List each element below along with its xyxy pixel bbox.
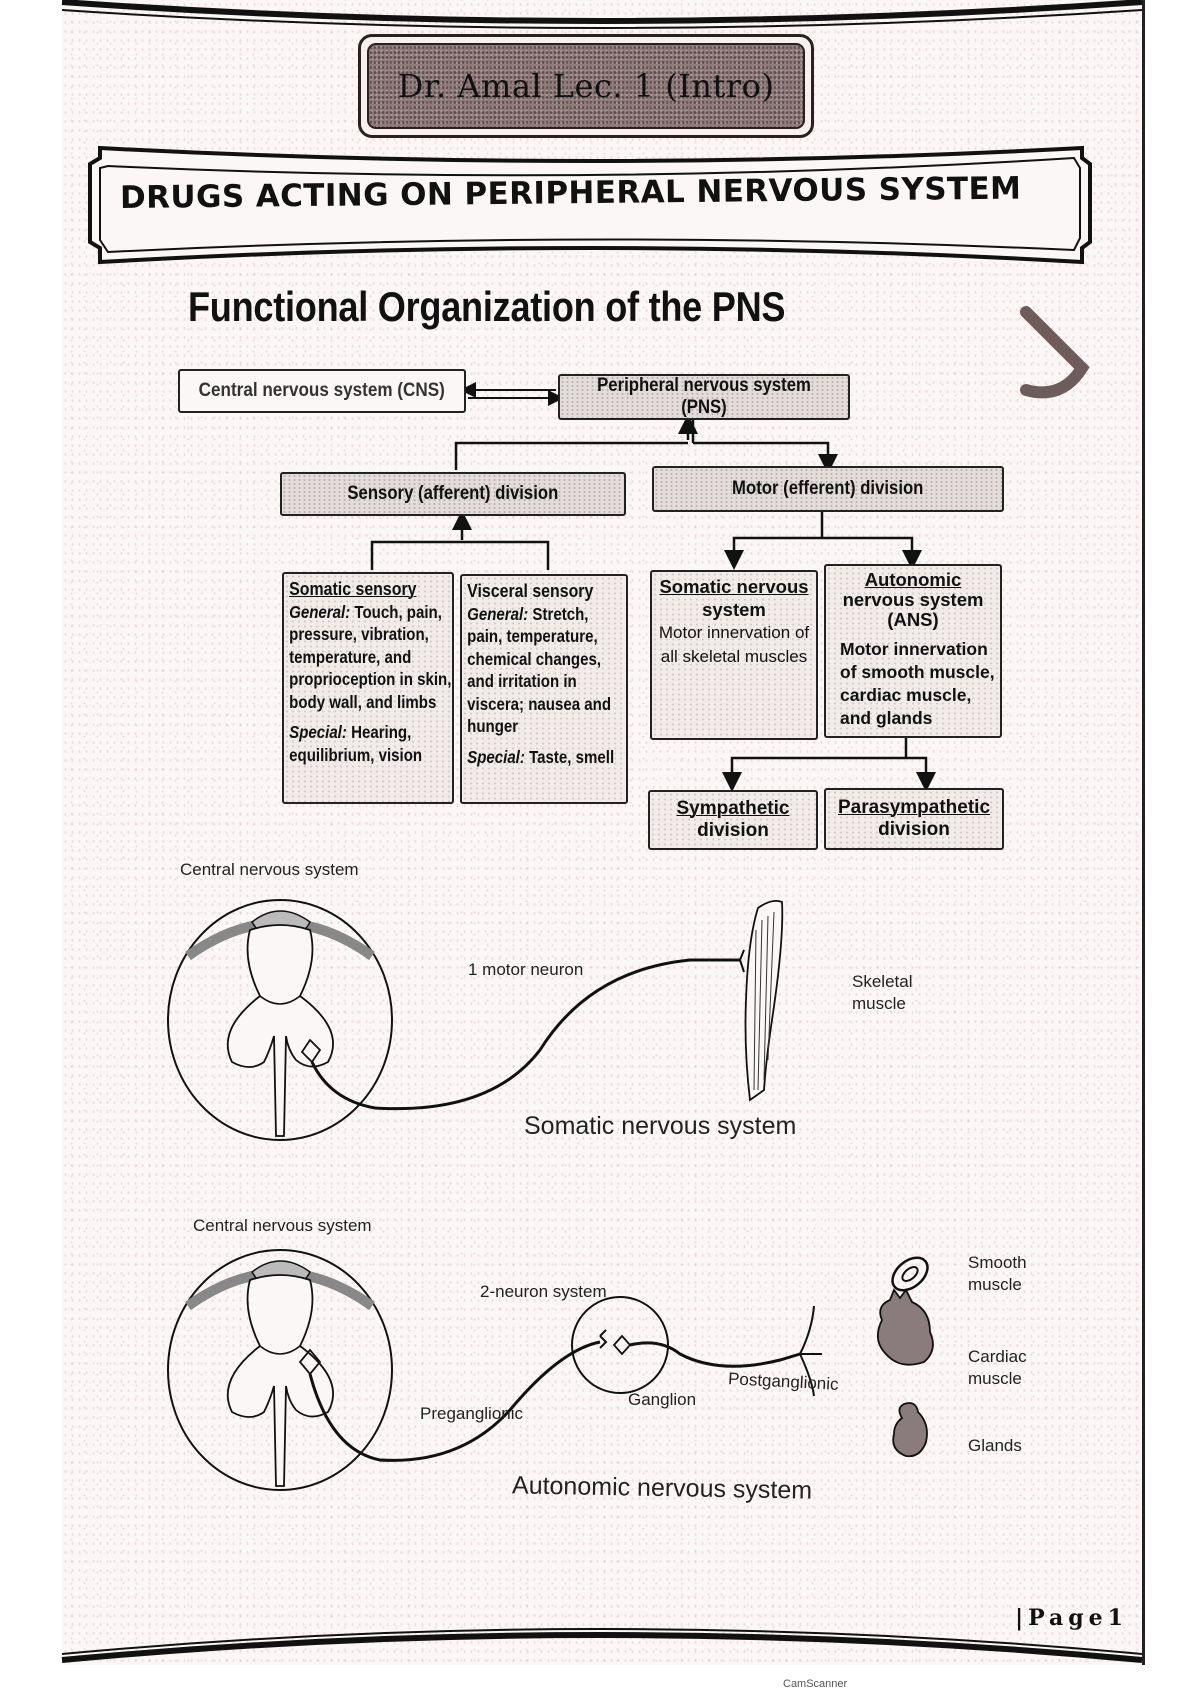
- glands-icon: [892, 1402, 928, 1458]
- section-title: Functional Organization of the PNS: [188, 283, 786, 330]
- skeletal-muscle-label-1: Skeletal: [852, 972, 913, 991]
- spinal-cord-outline: [167, 899, 393, 1141]
- autonomic-spinal-cord-diagram: [167, 1249, 934, 1491]
- lecture-label: Dr. Amal Lec. 1 (Intro): [397, 67, 775, 105]
- somatic-caption: Somatic nervous system: [524, 1112, 797, 1140]
- grey-matter: [226, 924, 334, 1137]
- skeletal-muscle-label-2: muscle: [852, 994, 906, 1013]
- top-border-swoosh: [61, 0, 1143, 29]
- cardiac-muscle-icon: [876, 1288, 934, 1366]
- flowchart-connectors: [370, 382, 936, 792]
- motor-axon: [310, 958, 740, 1111]
- one-motor-neuron-label: 1 motor neuron: [468, 960, 584, 979]
- autonomic-nervous-system-box: Autonomic nervous system (ANS) Motor inn…: [824, 564, 1002, 738]
- page-number: |Page1: [1015, 1605, 1128, 1631]
- postganglionic-axon: [629, 1341, 801, 1368]
- somatic-sensory-box: Somatic sensory General: Touch, pain, pr…: [282, 572, 454, 804]
- pns-box: Peripheral nervous system (PNS): [558, 374, 850, 420]
- glands-label: Glands: [968, 1436, 1022, 1455]
- parasympathetic-division-box: Parasympathetic division: [824, 788, 1004, 850]
- cardiac-muscle-label: Cardiac muscle: [968, 1347, 1027, 1388]
- sensory-division-box: Sensory (afferent) division: [280, 472, 626, 516]
- smooth-muscle-icon: [891, 1256, 929, 1292]
- somatic-nervous-system-box: Somatic nervous system Motor innervation…: [650, 570, 818, 740]
- lecture-banner: Dr. Amal Lec. 1 (Intro): [358, 34, 814, 138]
- autonomic-caption: Autonomic nervous system: [511, 1471, 813, 1505]
- ganglion-label: Ganglion: [628, 1390, 697, 1409]
- somatic-cns-label: Central nervous system: [180, 860, 359, 879]
- ganglion-circle: [571, 1296, 669, 1394]
- smooth-muscle-label: Smooth muscle: [968, 1253, 1027, 1294]
- motor-division-box: Motor (efferent) division: [652, 466, 1004, 512]
- scanner-watermark: CamScanner: [783, 1678, 848, 1690]
- sympathetic-division-box: Sympathetic division: [648, 790, 818, 850]
- visceral-sensory-box: Visceral sensory General: Stretch, pain,…: [460, 574, 628, 804]
- margin-hook-icon: [1020, 306, 1090, 399]
- somatic-spinal-cord-diagram: [167, 899, 784, 1141]
- preganglionic-axon: [308, 1340, 601, 1462]
- preganglionic-label: Preganglionic: [420, 1404, 524, 1423]
- ganglion-neuron-body: [612, 1334, 632, 1356]
- cns-box: Central nervous system (CNS): [178, 369, 466, 413]
- bottom-border-swoosh: [61, 1628, 1143, 1663]
- two-neuron-system-label: 2-neuron system: [480, 1282, 607, 1301]
- chapter-banner-frame: [88, 145, 1092, 265]
- autonomic-cns-label: Central nervous system: [193, 1216, 372, 1235]
